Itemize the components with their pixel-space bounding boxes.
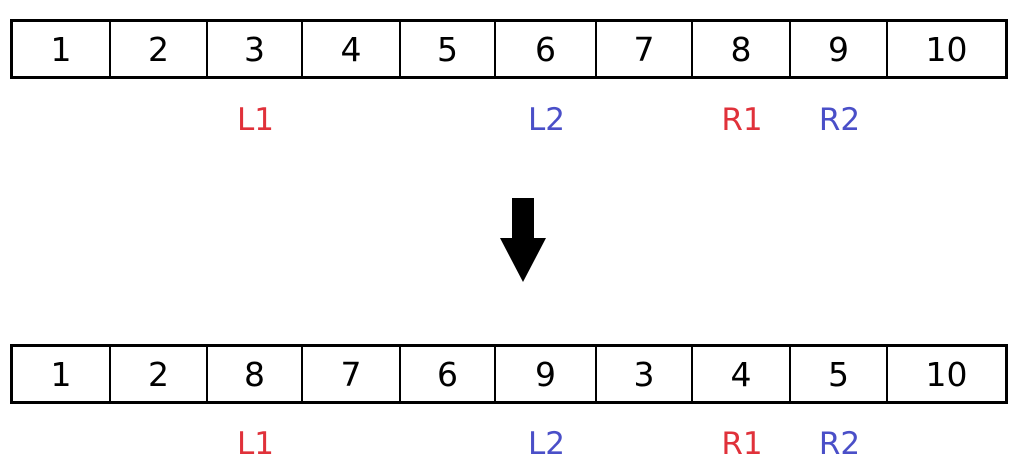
before-cell-3: 3 bbox=[208, 22, 303, 76]
after-array: 1 2 8 7 6 9 3 4 5 10 bbox=[10, 344, 1008, 404]
before-pointer-r1: R1 bbox=[721, 102, 763, 138]
before-cell-8: 8 bbox=[693, 22, 791, 76]
before-cell-10: 10 bbox=[925, 29, 968, 69]
before-pointer-l1: L1 bbox=[237, 102, 274, 138]
before-cell-9: 9 bbox=[791, 22, 888, 76]
after-cell-8: 4 bbox=[693, 347, 791, 401]
before-cell-7: 7 bbox=[597, 22, 693, 76]
before-pointer-l2: L2 bbox=[528, 102, 565, 138]
before-pointer-labels: L1 L2 R1 R2 bbox=[10, 100, 1008, 140]
before-cell-1: 1 bbox=[13, 22, 111, 76]
arrow-down-icon bbox=[500, 198, 546, 282]
after-cell-2: 2 bbox=[111, 347, 208, 401]
before-cell-5: 5 bbox=[401, 22, 496, 76]
after-cell-10: 10 bbox=[925, 354, 968, 394]
after-pointer-r1: R1 bbox=[721, 426, 763, 462]
after-pointer-labels: L1 L2 R1 R2 bbox=[10, 424, 1008, 464]
after-cell-7: 3 bbox=[597, 347, 693, 401]
before-cell-6: 6 bbox=[496, 22, 597, 76]
after-pointer-l2: L2 bbox=[528, 426, 565, 462]
after-cell-1: 1 bbox=[13, 347, 111, 401]
before-cell-2: 2 bbox=[111, 22, 208, 76]
after-cell-6: 9 bbox=[496, 347, 597, 401]
after-cell-9: 5 bbox=[791, 347, 888, 401]
after-cell-4: 7 bbox=[303, 347, 401, 401]
after-pointer-l1: L1 bbox=[237, 426, 274, 462]
after-pointer-r2: R2 bbox=[818, 426, 861, 462]
before-cell-4: 4 bbox=[303, 22, 401, 76]
after-cell-5: 6 bbox=[401, 347, 496, 401]
after-cell-3: 8 bbox=[208, 347, 303, 401]
before-pointer-r2: R2 bbox=[818, 102, 861, 138]
before-array: 1 2 3 4 5 6 7 8 9 10 bbox=[10, 19, 1008, 79]
